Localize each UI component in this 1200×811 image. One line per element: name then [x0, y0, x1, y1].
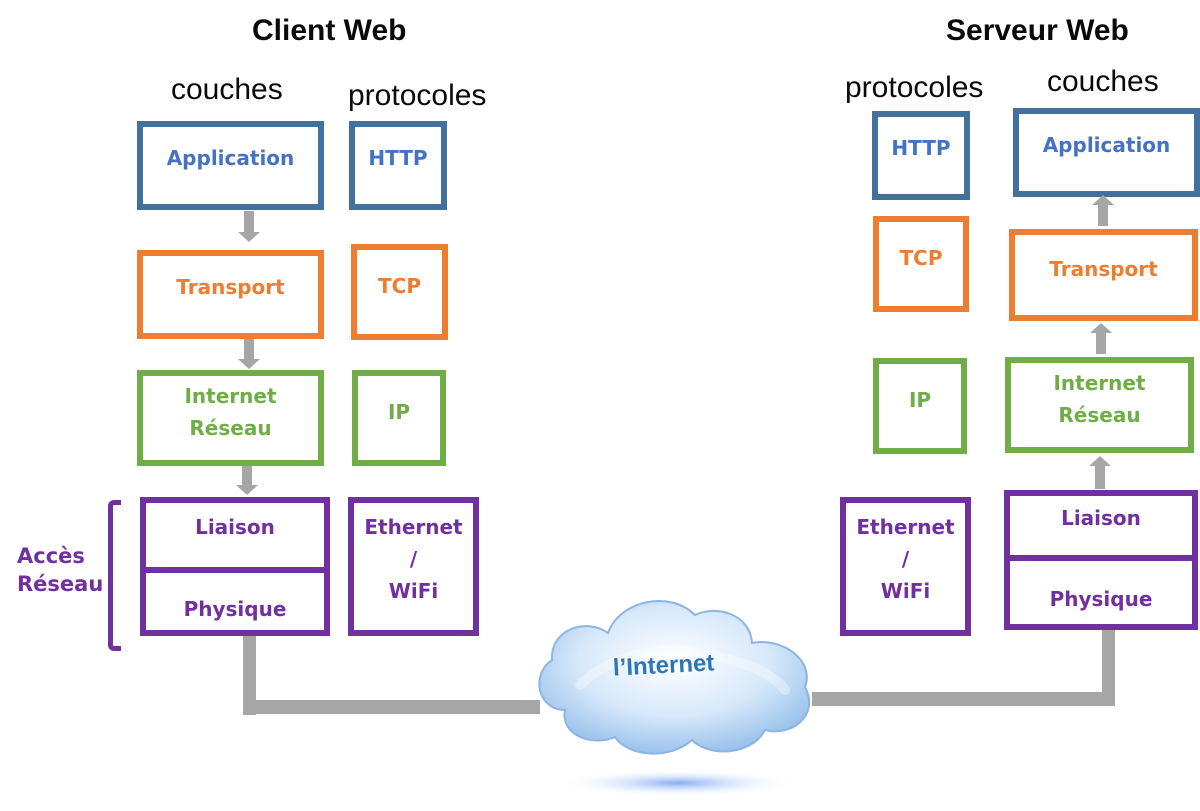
- access-network-label: Accès Réseau: [17, 542, 103, 598]
- server-protocol-tcp-label: TCP: [899, 246, 943, 270]
- cloud-label: l’Internet: [612, 649, 715, 682]
- access-network-label-1: Accès: [17, 544, 85, 568]
- server-protocol-http: HTTP: [872, 111, 970, 200]
- server-protocols-header: protocoles: [845, 71, 984, 104]
- client-protocol-ip: IP: [352, 370, 446, 466]
- cloud-shape: [538, 600, 811, 755]
- client-layer-internet-label-1: Internet: [184, 384, 277, 408]
- server-wire-vertical: [1102, 630, 1115, 705]
- client-layer-application: Application: [137, 121, 324, 210]
- server-protocol-link-label-2: /: [901, 547, 910, 571]
- server-layer-liaison: Liaison: [1004, 490, 1198, 561]
- server-title: Serveur Web: [946, 14, 1129, 47]
- client-layer-physique-label: Physique: [183, 597, 287, 621]
- server-protocol-ip-label: IP: [908, 388, 932, 412]
- client-protocol-link-label-3: WiFi: [388, 579, 439, 603]
- server-layer-liaison-label: Liaison: [1061, 506, 1141, 530]
- client-protocol-link-label-2: /: [409, 547, 418, 571]
- client-wire-vertical: [243, 636, 256, 715]
- cloud-shadow: [558, 769, 798, 797]
- server-protocol-http-label: HTTP: [891, 136, 951, 160]
- access-network-label-2: Réseau: [17, 572, 104, 596]
- server-layer-transport-label: Transport: [1049, 257, 1158, 281]
- server-layer-physique-label: Physique: [1049, 587, 1153, 611]
- client-layer-application-label: Application: [166, 146, 295, 170]
- server-protocol-ip: IP: [873, 358, 967, 454]
- access-network-bracket: [108, 500, 121, 651]
- client-layer-internet-label-2: Réseau: [189, 416, 272, 440]
- client-layer-liaison: Liaison: [140, 497, 330, 573]
- server-layer-transport: Transport: [1009, 229, 1198, 321]
- server-layer-internet: Internet Réseau: [1005, 357, 1194, 453]
- client-protocol-tcp: TCP: [351, 244, 448, 340]
- client-protocol-ip-label: IP: [387, 400, 411, 424]
- client-layer-physique: Physique: [140, 567, 330, 636]
- server-layers-header: couches: [1047, 65, 1159, 98]
- client-layer-liaison-label: Liaison: [195, 515, 275, 539]
- server-protocol-link: Ethernet / WiFi: [840, 497, 971, 636]
- server-protocol-link-label-3: WiFi: [880, 579, 931, 603]
- client-layer-transport: Transport: [137, 250, 324, 339]
- server-layer-application: Application: [1013, 108, 1200, 197]
- server-wire-horizontal: [812, 692, 1115, 706]
- client-layer-transport-label: Transport: [176, 275, 285, 299]
- server-protocol-link-label-1: Ethernet: [856, 515, 955, 539]
- server-layer-application-label: Application: [1042, 133, 1171, 157]
- server-layer-internet-label-1: Internet: [1053, 371, 1146, 395]
- server-layer-physique: Physique: [1004, 555, 1198, 630]
- client-layer-internet: Internet Réseau: [137, 370, 324, 466]
- client-protocol-link-label-1: Ethernet: [364, 515, 463, 539]
- server-layer-internet-label-2: Réseau: [1058, 403, 1141, 427]
- client-protocol-http: HTTP: [349, 121, 447, 210]
- client-protocol-tcp-label: TCP: [378, 274, 421, 298]
- server-protocol-tcp: TCP: [873, 216, 969, 312]
- client-protocol-http-label: HTTP: [368, 146, 428, 170]
- client-title: Client Web: [252, 14, 407, 47]
- client-wire-horizontal: [243, 700, 540, 714]
- client-protocol-link: Ethernet / WiFi: [348, 497, 479, 636]
- internet-cloud: [538, 600, 811, 797]
- client-protocols-header: protocoles: [348, 79, 487, 112]
- client-layers-header: couches: [171, 73, 283, 106]
